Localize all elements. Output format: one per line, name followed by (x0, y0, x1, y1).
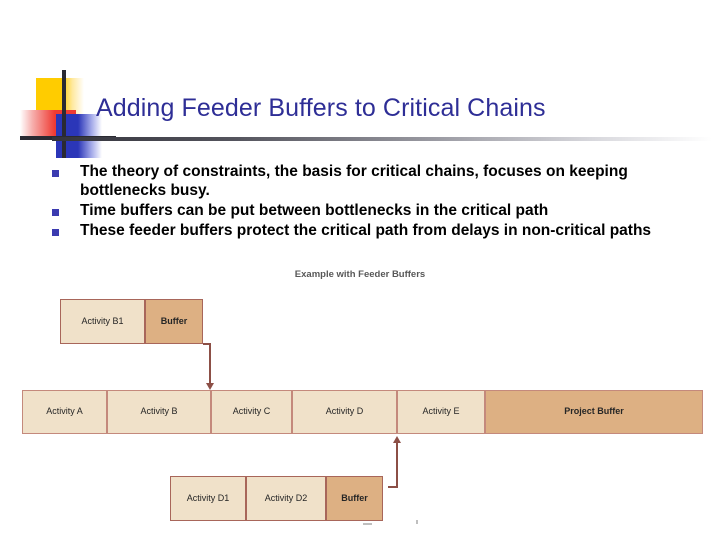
bullet-text: Time buffers can be put between bottlene… (80, 202, 549, 220)
connector-arrowhead-up-icon (393, 436, 401, 443)
slide-logo-decoration (20, 70, 116, 158)
stray-artifact-mark (416, 520, 418, 524)
connector-segment (203, 343, 211, 345)
connector-segment (209, 343, 211, 387)
diagram-box-activity-d2: Activity D2 (246, 476, 326, 521)
logo-vertical-line (62, 70, 66, 158)
bullet-text: These feeder buffers protect the critica… (80, 222, 652, 240)
list-item: Time buffers can be put between bottlene… (52, 201, 692, 220)
connector-segment (396, 443, 398, 488)
diagram-box-activity-b1: Activity B1 (60, 299, 145, 344)
slide-title: Adding Feeder Buffers to Critical Chains (96, 94, 546, 122)
connector-segment (388, 486, 398, 488)
list-item: These feeder buffers protect the critica… (52, 221, 692, 240)
bullet-square-icon (52, 209, 59, 217)
bullet-text: The theory of constraints, the basis for… (80, 163, 628, 200)
diagram-box-activity-c: Activity C (211, 390, 292, 434)
diagram-box-activity-d: Activity D (292, 390, 397, 434)
diagram-box-activity-a: Activity A (22, 390, 107, 434)
diagram-box-activity-e: Activity E (397, 390, 485, 434)
stray-artifact-mark (363, 523, 372, 525)
logo-yellow-square (36, 78, 84, 116)
bullet-square-icon (52, 170, 59, 177)
diagram-box-project-buffer: Project Buffer (485, 390, 703, 434)
connector-arrowhead-down-icon (206, 383, 214, 390)
diagram-box-activity-b: Activity B (107, 390, 211, 434)
list-item: The theory of constraints, the basis for… (52, 162, 692, 200)
diagram-caption: Example with Feeder Buffers (294, 269, 426, 280)
diagram-box-feeder-buffer-bottom: Buffer (326, 476, 383, 521)
title-divider-rule (52, 137, 712, 141)
diagram-box-activity-d1: Activity D1 (170, 476, 246, 521)
feeder-buffer-diagram: Example with Feeder Buffers Activity B1 … (0, 262, 720, 540)
diagram-box-feeder-buffer-top: Buffer (145, 299, 203, 344)
bullet-square-icon (52, 229, 59, 237)
bullet-list: The theory of constraints, the basis for… (52, 162, 692, 241)
